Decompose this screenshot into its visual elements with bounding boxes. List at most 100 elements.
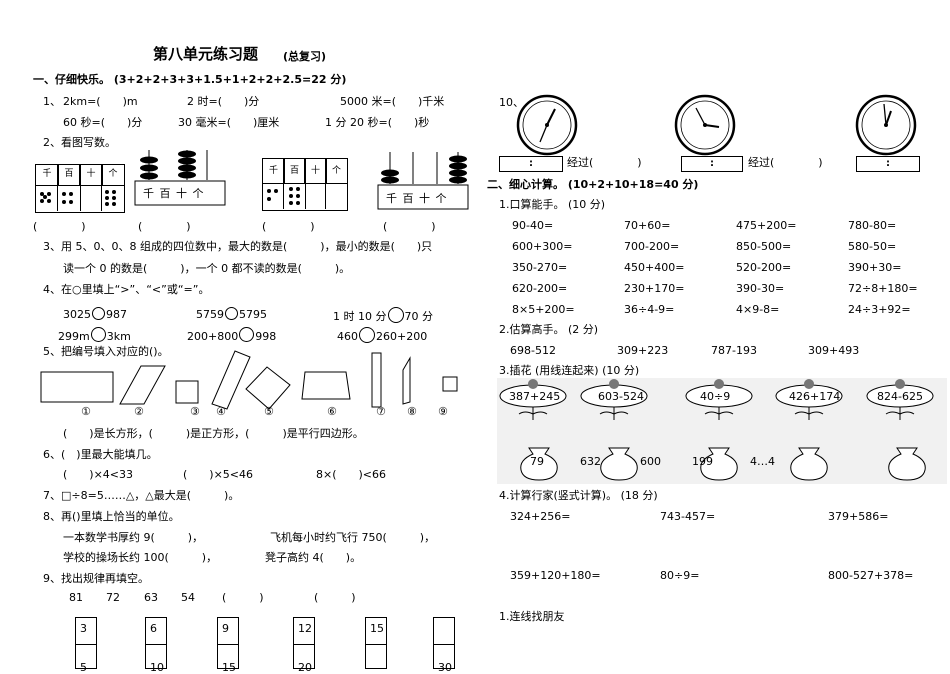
estimate-item: 787-193: [711, 344, 757, 357]
flower-expr-5: 824-625: [877, 390, 923, 403]
q10-label: 10、: [499, 96, 524, 109]
part-5-title: 1.连线找朋友: [499, 610, 565, 623]
compare-circle: [92, 307, 105, 320]
clock-1: [516, 94, 578, 156]
oral-item: 600+300=: [512, 240, 573, 253]
time-box-1[interactable]: :: [499, 156, 563, 172]
page-subtitle: (总复习): [283, 50, 327, 63]
q9-seq-6: ( ): [314, 591, 356, 604]
oral-item: 390-30=: [736, 282, 785, 295]
vase-value-5: 4…4: [750, 455, 775, 468]
place-label: 十: [79, 164, 103, 186]
q9-seq-4: 54: [181, 591, 195, 604]
q1-item-f: 1 分 20 秒=( )秒: [325, 116, 430, 129]
abacus-1-labels: 千 百 十 个: [143, 187, 205, 200]
flower-expr-3: 40÷9: [700, 390, 731, 403]
oral-item: 24÷3+92=: [848, 303, 911, 316]
place-label: 千: [262, 158, 285, 184]
flower-expr-2: 603-524: [598, 390, 644, 403]
q3-line-2: 读一个 0 的数是( )，一个 0 都不读的数是( )。: [63, 262, 351, 275]
q9-seq-1: 81: [69, 591, 83, 604]
vase-value-1: 79: [530, 455, 544, 468]
place-label: 个: [325, 158, 348, 184]
oral-item: 520-200=: [736, 261, 792, 274]
compare-circle: [90, 327, 106, 342]
oral-item: 850-500=: [736, 240, 792, 253]
passed-label-1: 经过( ): [567, 156, 642, 169]
dots-figure: [40, 190, 116, 206]
column-calc-4: 359+120+180=: [510, 569, 601, 582]
q5-answers: ( )是长方形，( )是正方形，( )是平行四边形。: [63, 427, 364, 440]
abacus-1: [134, 150, 226, 206]
flower-expr-1: 387+245: [509, 390, 561, 403]
q6-a: ( )×4<33: [63, 468, 134, 481]
fraction-box-5: 15: [365, 617, 387, 669]
clock-2: [674, 94, 736, 156]
oral-item: 70+60=: [624, 219, 671, 232]
vase-value-2: 632: [580, 455, 601, 468]
flowers-figure: [499, 379, 934, 481]
divider: [325, 183, 326, 209]
column-calc-2: 743-457=: [660, 510, 716, 523]
shape-num-3: ③: [190, 405, 200, 418]
shape-num-8: ⑧: [407, 405, 417, 418]
flower-expr-4: 426+174: [789, 390, 841, 403]
shape-num-1: ①: [81, 405, 91, 418]
shape-num-2: ②: [134, 405, 144, 418]
q6-title: 6、( )里最大能填几。: [43, 448, 158, 461]
oral-item: 475+200=: [736, 219, 797, 232]
compare-circle: [359, 327, 375, 343]
time-box-3[interactable]: :: [856, 156, 920, 172]
shape-num-4: ④: [216, 405, 226, 418]
oral-item: 580-50=: [848, 240, 897, 253]
q9-seq-5: ( ): [222, 591, 264, 604]
place-label: 个: [101, 164, 125, 186]
shape-num-5: ⑤: [264, 405, 274, 418]
q3-line-1: 3、用 5、0、0、8 组成的四位数中，最大的数是( )，最小的数是( )只: [43, 240, 433, 253]
shapes-figure: [40, 350, 458, 410]
q8-a: 一本数学书厚约 9( )，: [63, 531, 204, 544]
oral-item: 90-40=: [512, 219, 554, 232]
q9-seq-3: 63: [144, 591, 158, 604]
compare-circle: [239, 327, 255, 342]
q1-item-d: 60 秒=( )分: [63, 116, 143, 129]
oral-item: 8×5+200=: [512, 303, 575, 316]
place-label: 十: [304, 158, 327, 184]
oral-item: 72÷8+180=: [848, 282, 918, 295]
section-1-title: 一、仔细快乐。 (3+2+2+3+3+1.5+1+2+2+2.5=22 分): [33, 73, 347, 86]
part-3-title: 3.插花 (用线连起来) (10 分): [499, 364, 640, 377]
passed-label-2: 经过( ): [748, 156, 823, 169]
q9-title: 9、找出规律再填空。: [43, 572, 149, 585]
oral-item: 390+30=: [848, 261, 902, 274]
answer-paren: ( ): [138, 220, 191, 233]
place-label: 百: [57, 164, 81, 186]
time-box-2[interactable]: :: [681, 156, 743, 172]
column-calc-6: 800-527+378=: [828, 569, 914, 582]
oral-item: 36÷4-9=: [624, 303, 675, 316]
answer-paren: ( ): [383, 220, 436, 233]
fraction-box-6: 30: [433, 617, 455, 674]
estimate-item: 309+223: [617, 344, 669, 357]
q9-seq-2: 72: [106, 591, 120, 604]
clock-3: [855, 94, 917, 156]
q1-item-a: 2km=( )m: [63, 95, 138, 108]
dots-figure: [267, 187, 300, 205]
abacus-2: [377, 152, 469, 210]
q1-item-e: 30 毫米=( )厘米: [178, 116, 280, 129]
oral-item: 450+400=: [624, 261, 685, 274]
oral-item: 700-200=: [624, 240, 680, 253]
place-label: 百: [283, 158, 306, 184]
oral-item: 620-200=: [512, 282, 568, 295]
divider: [283, 183, 306, 209]
page-title: 第八单元练习题: [153, 45, 259, 63]
oral-item: 780-80=: [848, 219, 897, 232]
q8-c: 学校的操场长约 100( )，: [63, 551, 218, 564]
part-4-title: 4.计算行家(竖式计算)。 (18 分): [499, 489, 658, 502]
q6-b: ( )×5<46: [183, 468, 254, 481]
vase-value-4: 199: [692, 455, 713, 468]
